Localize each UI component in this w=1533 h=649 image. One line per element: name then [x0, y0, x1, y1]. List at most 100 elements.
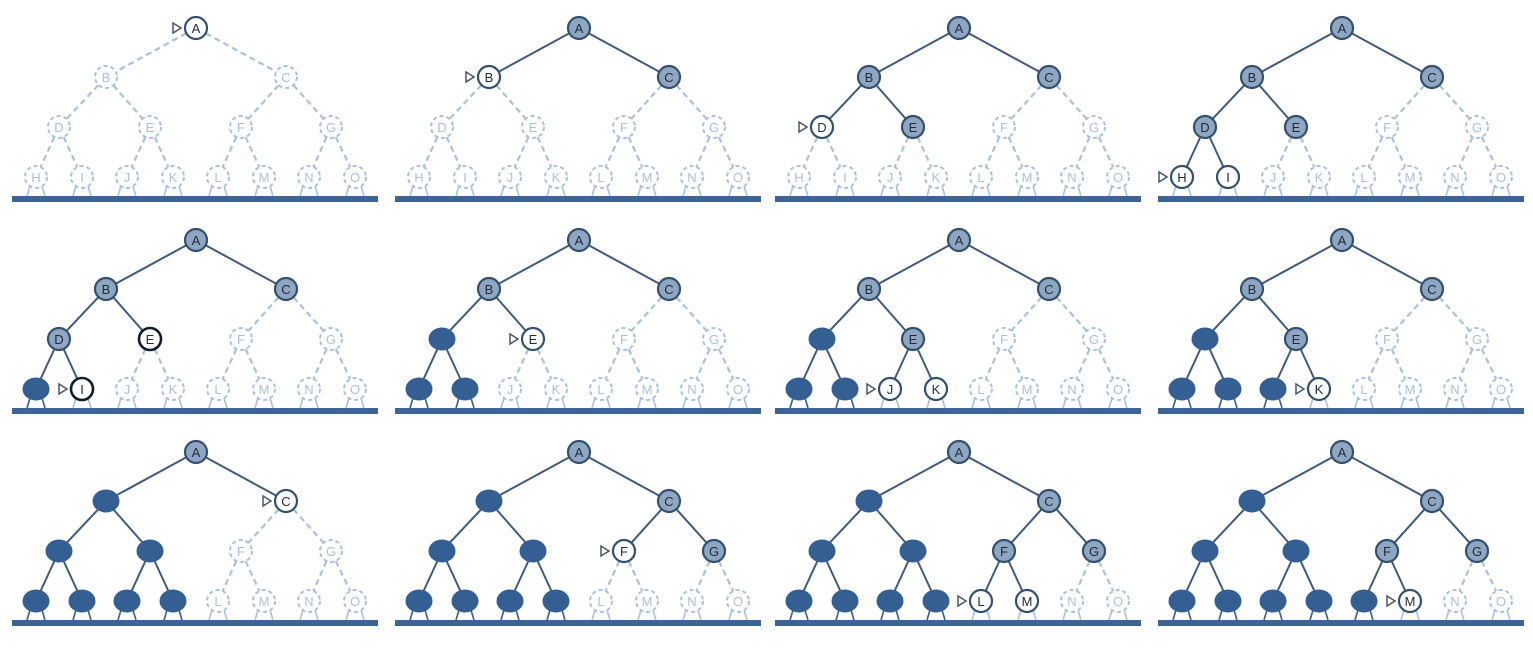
- leaf-stub: [163, 397, 168, 409]
- edge-F-M: [627, 348, 644, 380]
- node-finished-circle: [45, 539, 73, 563]
- leaf-stub: [941, 609, 946, 621]
- edge-E-J: [893, 136, 910, 168]
- node-I: [1214, 377, 1242, 401]
- node-I: [68, 589, 96, 613]
- node-label: B: [865, 282, 874, 297]
- node-visited-circle: [611, 538, 637, 564]
- edge-F-L: [1367, 348, 1384, 380]
- node-unvisited-circle: [635, 165, 659, 189]
- leaf-stub: [1354, 609, 1359, 621]
- leaf-stub: [835, 397, 840, 409]
- leaf-stub: [254, 609, 259, 621]
- node-A: A: [566, 439, 592, 465]
- node-unvisited-circle: [589, 589, 613, 613]
- node-visited-circle: [900, 114, 926, 140]
- node-unvisited-circle: [47, 115, 71, 139]
- leaf-stub: [561, 397, 566, 409]
- edge-E-K: [153, 560, 170, 592]
- edge-G-O: [334, 136, 352, 168]
- node-C: C: [656, 488, 682, 514]
- node-visited-circle: [856, 276, 882, 302]
- node-visited-circle: [1014, 588, 1040, 614]
- node-finished-circle: [808, 327, 836, 351]
- node-label: A: [1338, 21, 1347, 36]
- node-unvisited-circle: [1352, 377, 1376, 401]
- node-J: [1259, 589, 1287, 613]
- node-finished-circle: [1191, 539, 1219, 563]
- node-label: N: [1067, 170, 1076, 185]
- leaf-stub: [1032, 185, 1037, 197]
- node-label: O: [733, 382, 743, 397]
- edge-A-C: [205, 244, 277, 285]
- node-label: E: [146, 332, 155, 347]
- node-finished-circle: [855, 489, 883, 513]
- leaf-stub: [269, 185, 274, 197]
- node-label: F: [1000, 544, 1008, 559]
- node-finished-circle: [1259, 377, 1287, 401]
- leaf-stub: [1108, 397, 1113, 409]
- pointer-arrow-icon: [509, 332, 520, 346]
- node-finished-circle: [22, 377, 50, 401]
- node-label: A: [955, 445, 964, 460]
- node-visited-circle: [809, 114, 835, 140]
- leaf-stub: [1017, 397, 1022, 409]
- node-visited-circle: [1306, 376, 1332, 402]
- leaf-stub: [743, 185, 748, 197]
- node-D: [808, 539, 836, 563]
- node-visited-circle: [1081, 538, 1107, 564]
- node-finished-circle: [405, 589, 433, 613]
- node-visited-circle: [1192, 114, 1218, 140]
- leaf-stub: [850, 609, 855, 621]
- node-D: [428, 539, 456, 563]
- leaf-stub: [606, 397, 611, 409]
- edge-F-L: [1367, 560, 1384, 592]
- node-label: J: [507, 170, 514, 185]
- node-unvisited-circle: [229, 115, 253, 139]
- node-label: N: [687, 170, 696, 185]
- node-L: [1350, 589, 1378, 613]
- ground-bar: [395, 408, 761, 414]
- node-E: [899, 539, 927, 563]
- node-B: B: [94, 65, 118, 89]
- leaf-stub: [789, 185, 794, 197]
- node-label: O: [1496, 382, 1506, 397]
- node-B: [1238, 489, 1266, 513]
- node-B: B: [856, 276, 882, 302]
- node-H: [405, 589, 433, 613]
- leaf-stub: [1369, 397, 1374, 409]
- node-L: L: [969, 377, 993, 401]
- node-D: [1191, 539, 1219, 563]
- leaf-stub: [26, 397, 31, 409]
- node-G: G: [702, 115, 726, 139]
- leaf-stub: [1062, 609, 1067, 621]
- node-G: G: [319, 327, 343, 351]
- leaf-stub: [1172, 185, 1177, 197]
- leaf-stub: [178, 609, 183, 621]
- edge-F-M: [1007, 136, 1024, 168]
- leaf-stub: [1032, 397, 1037, 409]
- node-F: F: [229, 539, 253, 563]
- leaf-stub: [1218, 609, 1223, 621]
- edge-G-O: [1480, 560, 1498, 592]
- node-visited-circle: [1036, 64, 1062, 90]
- pointer-arrow-icon: [465, 70, 476, 84]
- node-L: L: [589, 589, 613, 613]
- edge-D-H: [39, 136, 56, 168]
- node-finished-circle: [92, 489, 120, 513]
- node-H: H: [407, 165, 431, 189]
- node-label: M: [1405, 382, 1416, 397]
- node-O: O: [1489, 377, 1513, 401]
- node-label: A: [1338, 233, 1347, 248]
- leaf-stub: [1506, 397, 1511, 409]
- edge-A-C: [205, 456, 277, 497]
- leaf-stub: [1233, 609, 1238, 621]
- leaf-stub: [1278, 397, 1283, 409]
- node-visited-circle: [946, 439, 972, 465]
- edge-B-E: [112, 508, 144, 544]
- leaf-stub: [269, 397, 274, 409]
- node-unvisited-circle: [1261, 165, 1285, 189]
